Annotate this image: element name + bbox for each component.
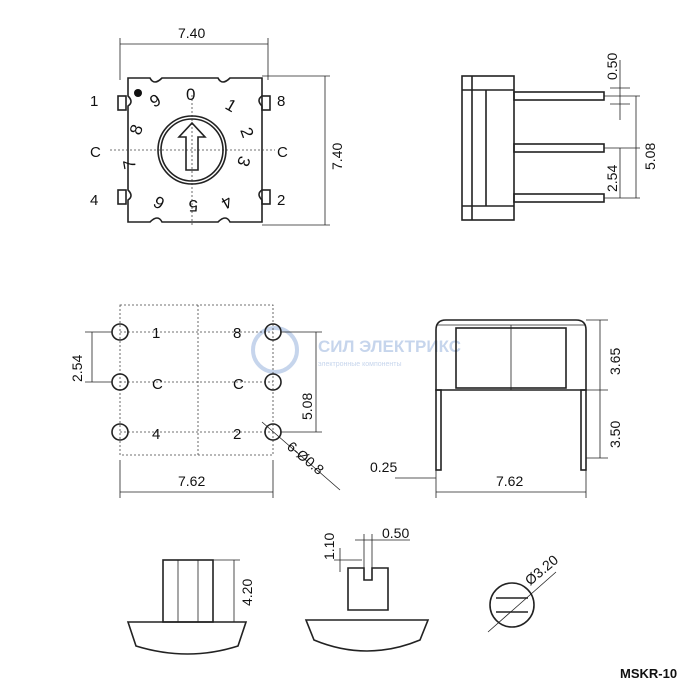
watermark-brand: СИЛ ЭЛЕКТРИКС [318, 337, 461, 356]
body-height-dim: 3.65 [607, 348, 623, 375]
pin-label: 1 [90, 93, 98, 110]
dial-digit: 8 [126, 122, 147, 137]
pitch-total-dim: 5.08 [642, 143, 658, 170]
bottom-view: 1 8 C C 4 2 2.54 5.08 7.62 6-Ø0.8 [69, 304, 341, 498]
dial-digit: 6 [150, 192, 168, 213]
pin-label: 2 [277, 192, 285, 209]
slot-width-dim: 0.50 [382, 525, 409, 541]
bottom-pitch-total-dim: 5.08 [299, 393, 315, 420]
side-view-bottom: 3.65 3.50 0.25 7.62 [370, 319, 623, 498]
pin-label: 2 [233, 426, 241, 443]
shaft-top-view: Ø3.20 [487, 551, 562, 633]
pin1-marker-dot [134, 89, 142, 97]
dial-digit: 7 [120, 158, 140, 171]
pitch-dim: 2.54 [604, 165, 620, 192]
slot-depth-dim: 1.10 [321, 533, 337, 560]
pin-label: C [277, 144, 288, 161]
dial-digit: 9 [147, 90, 165, 111]
pin-thickness-dim: 0.50 [604, 53, 620, 80]
bottom-width-dim: 7.62 [178, 473, 205, 489]
dial-digit: 1 [222, 95, 240, 116]
shaft-front-view: 1.10 0.50 [304, 525, 430, 652]
dial-digit: 5 [189, 196, 198, 215]
dial-digit: 4 [218, 192, 236, 213]
side-width-dim: 7.62 [496, 473, 523, 489]
dial-arrow-icon [177, 121, 207, 171]
hole-dim: 6-Ø0.8 [284, 438, 327, 478]
part-number: MSKR-10 [620, 666, 677, 681]
shaft-side-view: 4.20 [126, 559, 255, 655]
bottom-pitch-dim: 2.54 [69, 355, 85, 382]
dial-digit: 3 [233, 154, 254, 169]
shaft-diameter-dim: Ø3.20 [522, 551, 562, 588]
watermark-tagline: электронные компоненты [318, 361, 402, 368]
pin-label: 4 [90, 192, 98, 209]
pin-label: 4 [152, 426, 160, 443]
pin-width-dim: 0.25 [370, 459, 397, 475]
pin-label: 1 [152, 325, 160, 342]
top-height-dim: 7.40 [329, 143, 345, 170]
side-view-top: 0.50 5.08 2.54 [461, 53, 658, 221]
top-width-dim: 7.40 [178, 25, 205, 41]
dial-digit: 0 [186, 85, 195, 104]
shaft-height-dim: 4.20 [239, 579, 255, 606]
pin-label: 8 [277, 93, 285, 110]
pin-length-dim: 3.50 [607, 421, 623, 448]
pin-label: C [90, 144, 101, 161]
watermark: СИЛ ЭЛЕКТРИКС электронные компоненты [251, 326, 461, 374]
top-view: 7.40 7.40 1 8 C C 4 2 0 1 2 3 4 5 6 7 8 … [90, 25, 345, 226]
pin-label: C [152, 376, 163, 393]
dial-digit: 2 [236, 125, 257, 140]
pin-label: C [233, 376, 244, 393]
pin-label: 8 [233, 325, 241, 342]
